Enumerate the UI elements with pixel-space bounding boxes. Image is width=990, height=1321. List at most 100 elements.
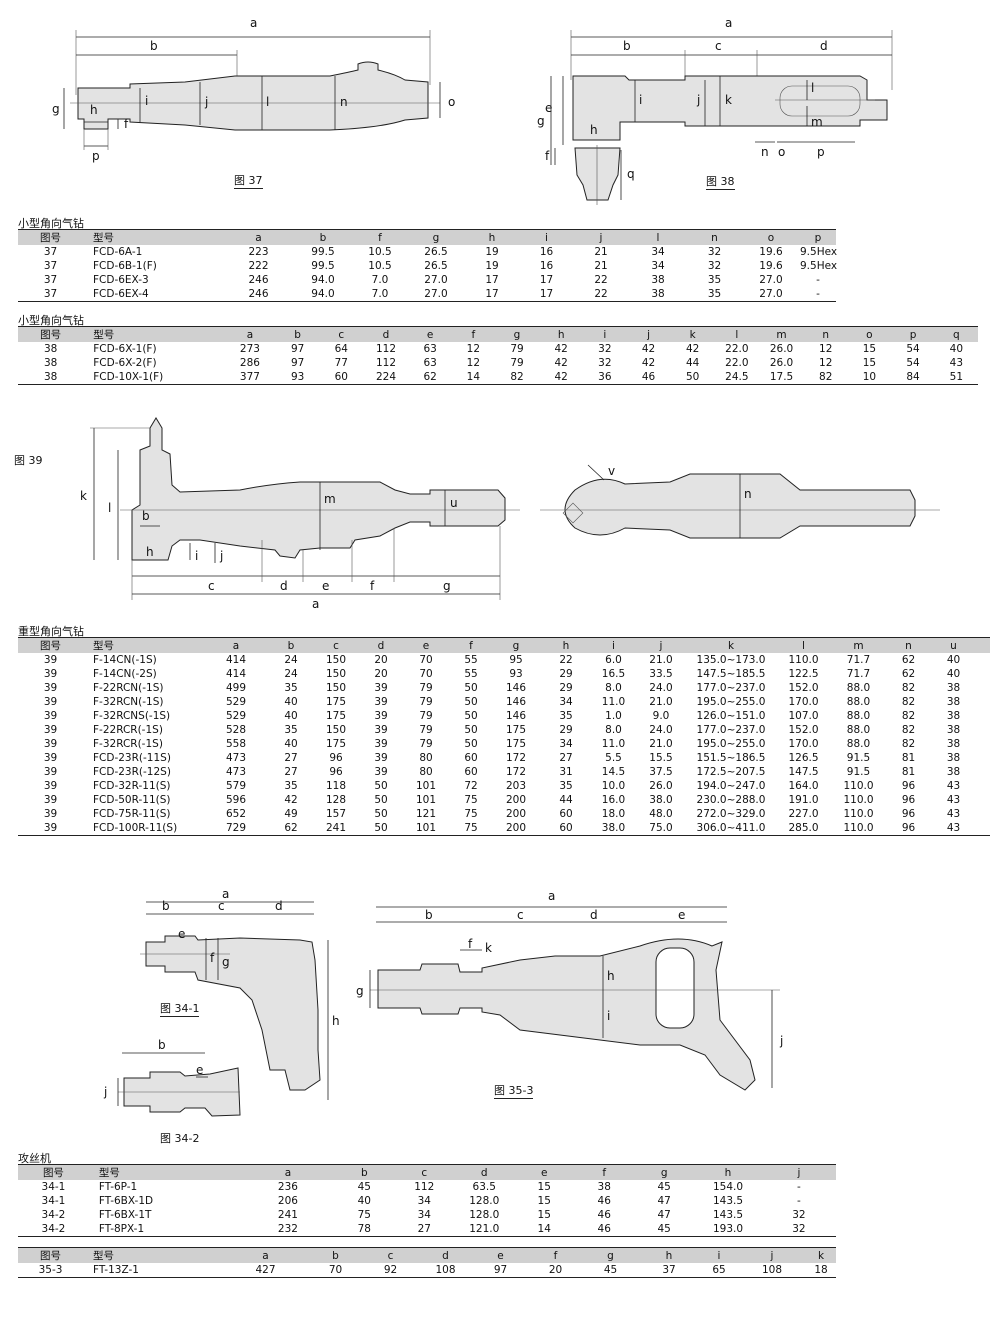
- table-cell: 45: [657, 1181, 671, 1193]
- table-cell: 44: [686, 357, 700, 369]
- table-cell: 39: [374, 724, 388, 736]
- table-cell: 38: [946, 710, 961, 722]
- table-cell: 15: [537, 1209, 551, 1221]
- table-cell: 47: [657, 1195, 671, 1207]
- table-cell: 110.0: [843, 794, 874, 806]
- table-cell: 45: [634, 1222, 695, 1237]
- dim-b: b: [150, 39, 158, 53]
- table-cell: 99.5: [311, 246, 335, 258]
- table-cell: 40: [949, 343, 964, 355]
- dim-f: f: [545, 149, 550, 163]
- column-header: 图号: [18, 637, 83, 653]
- table-cell: 55: [464, 654, 478, 666]
- dim-n: n: [744, 487, 752, 501]
- table-cell: 15: [862, 357, 877, 369]
- table-cell: 193.0: [694, 1222, 762, 1237]
- table-cell: 88.0: [846, 696, 871, 708]
- table-cell: 38.0: [591, 821, 636, 836]
- column-header: e: [514, 1164, 575, 1180]
- table-cell: 34: [651, 246, 665, 258]
- table-cell: F-32RCNS(-1S): [93, 710, 171, 722]
- figure-37-caption: 图 37: [234, 174, 263, 189]
- dim-c: c: [208, 579, 215, 593]
- dim-b: b: [425, 908, 433, 922]
- dim-f: f: [210, 951, 215, 965]
- table-cell: 19.6: [759, 260, 783, 272]
- column-header: a: [223, 326, 277, 342]
- table-cell: 40: [357, 1195, 371, 1207]
- table-cell: 37.5: [649, 766, 673, 778]
- table-cell: 112: [375, 357, 396, 369]
- column-header: a: [223, 229, 294, 245]
- table-cell: 34: [417, 1195, 431, 1207]
- table-cell: FCD-6B-1(F): [93, 260, 157, 272]
- table-cell: 39: [374, 738, 388, 750]
- table-cell: 194.0~247.0: [696, 780, 766, 792]
- table-cell: 22.0: [725, 343, 749, 355]
- table-cell: 175: [505, 724, 527, 736]
- table-cell: 112: [414, 1181, 435, 1193]
- table-cell: 110.0: [843, 808, 874, 820]
- table-cell: 200: [505, 808, 527, 820]
- table-cell: 14: [976, 709, 990, 723]
- column-header: b: [334, 1164, 395, 1180]
- table-cell: 94.0: [294, 287, 352, 302]
- table-cell: 19: [485, 260, 499, 272]
- table-cell: 16: [976, 667, 990, 681]
- table-cell: 473: [225, 752, 247, 764]
- table-cell: 16: [976, 751, 990, 765]
- table-cell: 16: [976, 695, 990, 709]
- spec-table-39: 图号型号abcdefghijklmnuv39F-14CN(-1S)4142415…: [18, 637, 990, 836]
- column-header: l: [629, 229, 687, 245]
- table-cell: 150: [325, 682, 347, 694]
- table-cell: 71.7: [846, 668, 871, 680]
- table-cell: 38: [946, 738, 961, 750]
- column-header: d: [454, 1164, 515, 1180]
- table-cell: 9.0: [652, 710, 670, 722]
- column-header: 型号: [83, 637, 201, 653]
- column-header: m: [831, 637, 886, 653]
- table-cell: 60: [464, 752, 478, 764]
- table-cell: 172: [505, 752, 527, 764]
- table-cell: 50: [464, 710, 478, 722]
- dim-e: e: [178, 927, 185, 941]
- table-cell: FCD-75R-11(S): [93, 808, 171, 820]
- table-cell: FCD-6EX-4: [83, 287, 223, 302]
- table-cell: 99.5: [311, 260, 335, 272]
- column-header: 型号: [88, 1164, 242, 1180]
- table-cell: 150: [325, 654, 347, 666]
- table-cell: FCD-50R-11(S): [93, 794, 171, 806]
- column-header: f: [451, 637, 491, 653]
- table-cell: 118: [325, 780, 347, 792]
- table-cell: 16: [976, 681, 990, 695]
- table-cell: 175: [325, 738, 347, 750]
- dim-k: k: [725, 93, 732, 107]
- table-cell: 172.5~207.5: [696, 766, 766, 778]
- dim-j: j: [103, 1085, 107, 1099]
- tapper-35-3: [377, 938, 756, 1091]
- table-cell: 81: [901, 766, 916, 778]
- column-header: d: [361, 637, 401, 653]
- table-cell: 203: [505, 780, 527, 792]
- table-cell: 170.0: [788, 696, 819, 708]
- column-header: k: [806, 1247, 836, 1263]
- dim-b: b: [142, 509, 150, 523]
- table-cell: 150: [325, 724, 347, 736]
- table-cell: 62: [408, 370, 452, 385]
- table-cell: 75: [357, 1209, 371, 1221]
- dim-c: c: [517, 908, 524, 922]
- table-cell: 38: [946, 766, 961, 778]
- table-cell: 79: [419, 738, 433, 750]
- table-cell: 14.5: [601, 766, 626, 778]
- table-cell: 528: [225, 724, 247, 736]
- table-cell: 34-1: [41, 1181, 66, 1193]
- table-cell: 110.0: [831, 821, 886, 836]
- table-cell: 200: [491, 821, 541, 836]
- table-cell: 55: [464, 668, 478, 680]
- table-cell: 63: [423, 357, 437, 369]
- table-cell: 39: [43, 724, 58, 736]
- table-cell: 39: [18, 821, 83, 836]
